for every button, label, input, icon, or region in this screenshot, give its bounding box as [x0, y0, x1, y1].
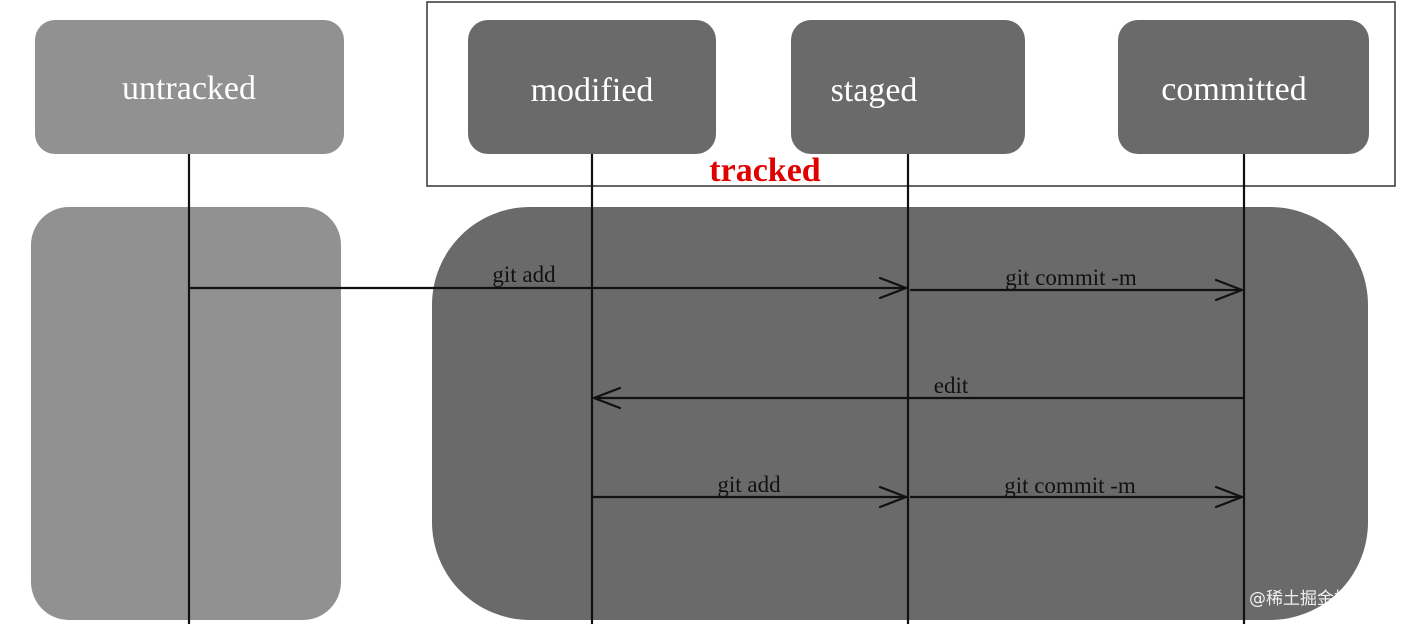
arrowhead-icon [878, 276, 910, 300]
transition-label-git-commit-2: git commit -m [1004, 473, 1136, 498]
tracked-group-label: tracked [709, 152, 821, 189]
arrowhead-icon [590, 386, 622, 410]
modified-state-box [468, 20, 716, 154]
arrowhead-icon [878, 485, 910, 509]
transition-label-git-add-1: git add [492, 262, 556, 287]
untracked-lane-panel [31, 207, 341, 620]
transition-untracked-to-staged: git add [189, 262, 910, 300]
staged-state-box [791, 20, 1025, 154]
transition-committed-to-modified: edit [590, 373, 1244, 410]
transition-staged-to-committed-1: git commit -m [910, 265, 1246, 302]
committed-state-box [1118, 20, 1369, 154]
transition-label-edit: edit [934, 373, 969, 398]
transition-staged-to-committed-2: git commit -m [910, 473, 1246, 509]
arrowhead-icon [1214, 278, 1246, 302]
untracked-state-box [35, 20, 344, 154]
transition-modified-to-staged: git add [592, 472, 910, 509]
committed-state-label: committed [1161, 71, 1306, 108]
staged-state-label: staged [831, 72, 918, 109]
transition-label-git-commit-1: git commit -m [1005, 265, 1137, 290]
modified-state-label: modified [531, 72, 654, 109]
watermark: @稀土掘金技术社区 [1249, 589, 1402, 609]
tracked-group-frame [426, 1, 1396, 187]
arrowhead-icon [1214, 485, 1246, 509]
transition-label-git-add-2: git add [717, 472, 781, 497]
untracked-state-label: untracked [122, 70, 256, 107]
tracked-lane-panel [432, 207, 1368, 620]
